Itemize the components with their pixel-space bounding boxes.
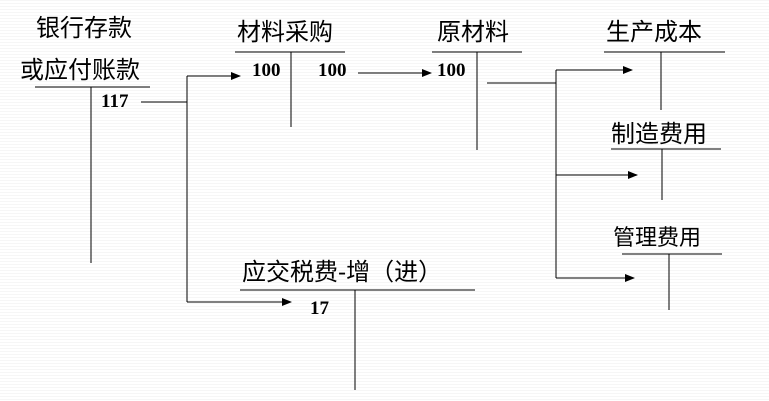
purchase-account-title: 材料采购	[237, 18, 333, 46]
bank-account-title-line1: 银行存款	[36, 14, 132, 42]
bank-account-title-line2: 或应付账款	[20, 56, 140, 84]
manufacturing-overhead-account-title: 制造费用	[611, 120, 707, 148]
purchase-credit-amount: 100	[318, 60, 347, 81]
vat-account-title: 应交税费-增（进）	[242, 258, 443, 286]
purchase-debit-amount: 100	[252, 60, 281, 81]
production-cost-account-title: 生产成本	[606, 18, 702, 46]
vat-debit-amount: 17	[310, 298, 329, 319]
raw-material-debit-amount: 100	[437, 60, 466, 81]
bank-credit-amount: 117	[101, 91, 129, 112]
admin-expense-account-title: 管理费用	[613, 226, 702, 251]
raw-material-account-title: 原材料	[437, 18, 509, 46]
